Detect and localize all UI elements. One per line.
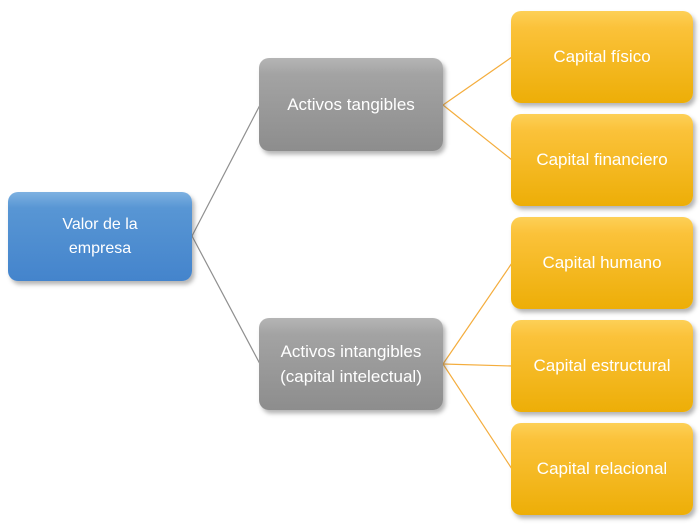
node-capital-financiero: Capital financiero	[511, 114, 693, 206]
connector-intangibles-to-humano	[442, 262, 513, 365]
node-capital-estructural: Capital estructural	[511, 320, 693, 412]
node-label: Valor de la empresa	[62, 215, 138, 257]
node-label: Capital relacional	[536, 459, 668, 479]
node-activos-tangibles: Activos tangibles	[259, 58, 443, 151]
node-label: Capital estructural	[533, 356, 671, 376]
connector-root-to-tangibles	[191, 104, 261, 237]
node-capital-relacional: Capital relacional	[511, 423, 693, 515]
node-label: Activos intangibles (capital intelectual…	[280, 341, 422, 387]
node-capital-humano: Capital humano	[511, 217, 693, 309]
connector-root-to-intangibles	[191, 235, 261, 365]
connector-intangibles-to-estructural	[442, 363, 513, 367]
node-activos-intangibles: Activos intangibles (capital intelectual…	[259, 318, 443, 410]
node-label: Capital financiero	[536, 150, 668, 170]
connector-intangibles-to-relacional	[442, 363, 513, 470]
node-label: Capital humano	[542, 253, 662, 273]
connector-tangibles-to-financiero	[442, 104, 513, 161]
node-valor-de-la-empresa: Valor de la empresa	[8, 192, 192, 281]
node-capital-fisico: Capital físico	[511, 11, 693, 103]
connector-tangibles-to-fisico	[442, 56, 513, 106]
node-label: Activos tangibles	[287, 94, 415, 114]
node-label: Capital físico	[553, 47, 651, 67]
